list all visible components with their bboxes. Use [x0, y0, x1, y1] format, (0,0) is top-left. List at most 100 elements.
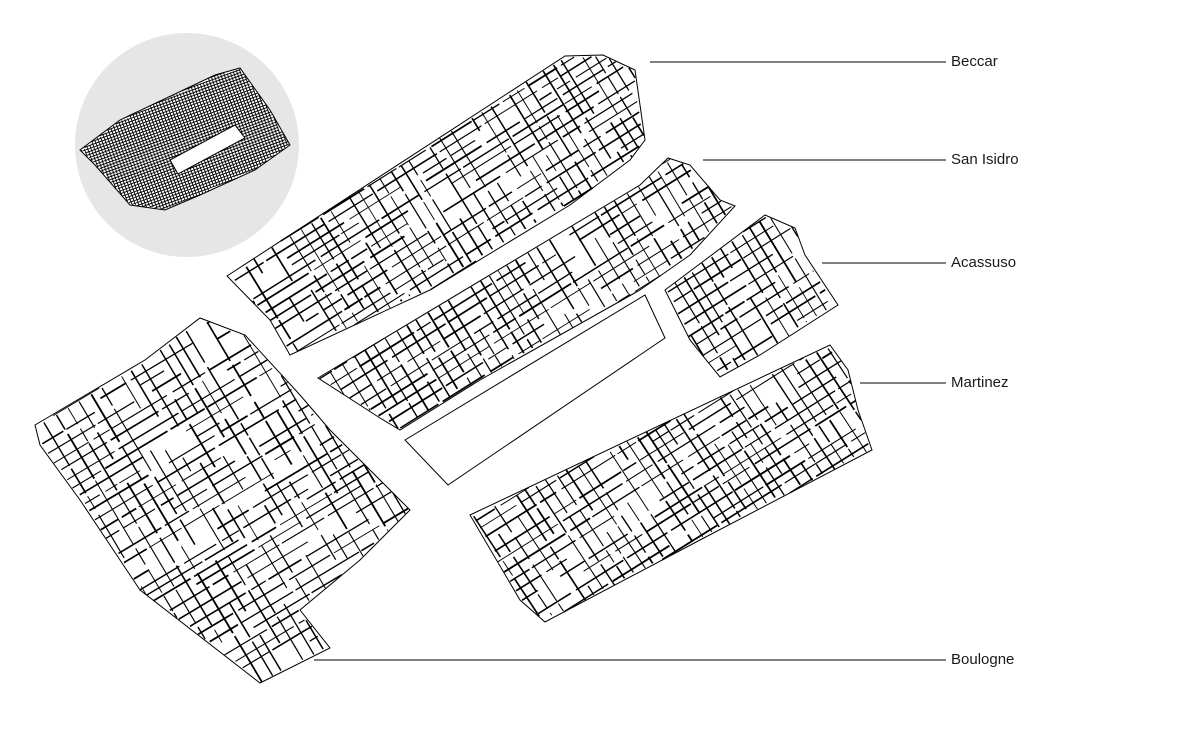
street-segment — [548, 239, 579, 287]
street-segment — [408, 294, 411, 297]
street-segment — [559, 560, 585, 578]
inset-street — [99, 107, 267, 170]
street-segment — [243, 334, 282, 398]
street-segment — [749, 297, 779, 344]
street-segment — [775, 402, 789, 422]
street-segment — [169, 585, 210, 611]
street-segment — [286, 310, 343, 347]
street-segment — [515, 259, 531, 284]
street-segment — [830, 443, 845, 464]
inset-street — [170, 96, 207, 193]
street-segment — [691, 272, 723, 323]
street-segment — [227, 509, 246, 539]
street-segment — [302, 455, 323, 489]
street-segment — [735, 510, 741, 518]
street-segment — [608, 58, 630, 91]
street-segment — [494, 355, 503, 367]
street-segment — [752, 428, 764, 445]
street-segment — [731, 241, 764, 294]
street-segment — [688, 313, 724, 338]
inset-street — [164, 100, 201, 195]
street-segment — [310, 426, 338, 470]
street-segment — [391, 323, 447, 359]
street-segment — [748, 226, 778, 273]
street-segment — [578, 213, 621, 241]
street-segment — [687, 436, 721, 458]
street-segment — [300, 229, 340, 293]
street-segment — [196, 572, 234, 634]
street-segment — [544, 193, 556, 212]
street-segment — [473, 193, 505, 243]
street-segment — [507, 154, 522, 177]
street-segment — [545, 149, 579, 172]
street-segment — [263, 504, 276, 524]
street-segment — [194, 387, 226, 438]
street-segment — [497, 293, 537, 320]
street-segment — [160, 497, 175, 507]
inset-street — [82, 88, 254, 152]
street-segment — [749, 442, 764, 464]
street-segment — [442, 175, 501, 213]
street-segment — [716, 361, 732, 372]
street-segment — [679, 228, 694, 250]
street-segment — [67, 433, 96, 480]
inset-street — [229, 72, 264, 163]
inset-street — [167, 99, 204, 194]
street-segment — [559, 176, 575, 200]
street-segment — [598, 270, 612, 292]
street-segment — [430, 260, 477, 290]
label-boulogne: Boulogne — [951, 651, 1015, 668]
street-segment — [139, 565, 180, 591]
street-segment — [168, 435, 215, 464]
street-segment — [748, 255, 794, 285]
street-segment — [513, 578, 540, 617]
street-segment — [630, 154, 633, 158]
street-segment — [556, 80, 571, 90]
street-segment — [450, 145, 512, 185]
street-segment — [446, 263, 455, 274]
inset-street — [235, 70, 269, 159]
street-segment — [730, 225, 774, 254]
street-segment — [575, 313, 583, 323]
street-segment — [332, 534, 348, 559]
street-segment — [467, 353, 483, 379]
inset-street — [213, 75, 250, 172]
street-segment — [340, 293, 351, 309]
street-segment — [349, 383, 372, 399]
inset-street — [83, 148, 88, 157]
street-segment — [582, 57, 618, 114]
inset-street — [89, 144, 99, 168]
street-segment — [549, 612, 553, 616]
street-segment — [221, 529, 240, 542]
street-segment — [53, 441, 90, 464]
street-segment — [394, 270, 427, 291]
inset-street — [80, 149, 83, 153]
street-segment — [698, 390, 734, 414]
street-segment — [532, 564, 558, 602]
street-segment — [681, 163, 691, 178]
street-segment — [329, 443, 343, 453]
street-segment — [571, 226, 597, 267]
street-segment — [542, 254, 557, 264]
inset-street — [110, 128, 140, 206]
street-segment — [328, 193, 374, 223]
street-segment — [735, 421, 748, 439]
street-segment — [271, 247, 294, 282]
street-segment — [537, 106, 595, 143]
street-segment — [792, 363, 827, 416]
inset-street — [115, 124, 147, 208]
street-segment — [512, 323, 545, 345]
street-segment — [364, 286, 381, 298]
street-segment — [532, 155, 560, 200]
street-segment — [517, 515, 554, 571]
inset-street — [238, 68, 272, 158]
street-segment — [552, 64, 584, 114]
street-segment — [475, 143, 536, 182]
street-segment — [123, 508, 156, 529]
street-segment — [423, 201, 435, 221]
street-segment — [313, 275, 325, 293]
street-segment — [539, 91, 552, 101]
street-segment — [431, 336, 470, 361]
street-segment — [409, 227, 434, 266]
